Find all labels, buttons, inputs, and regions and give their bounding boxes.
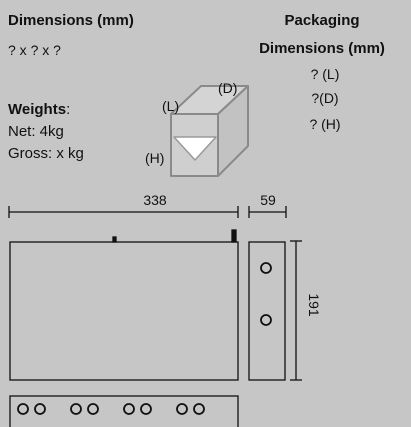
envelope-icon	[173, 136, 217, 161]
front-view-antenna	[231, 229, 237, 243]
packaging-subtitle: Dimensions (mm)	[259, 40, 385, 57]
weights-heading: Weights:	[8, 100, 70, 120]
side-view-hole-top	[260, 262, 272, 274]
dimensions-title: Dimensions (mm)	[8, 12, 134, 29]
height-dimension-line	[290, 240, 302, 381]
bottom-hole	[123, 403, 135, 415]
box-label-length: (L)	[162, 98, 180, 114]
package-box-icon	[170, 85, 249, 177]
bottom-hole	[176, 403, 188, 415]
packaging-length: ? (L)	[310, 66, 340, 82]
bottom-hole	[70, 403, 82, 415]
side-view-hole-bottom	[260, 314, 272, 326]
net-weight: Net: 4kg	[8, 123, 64, 140]
height-dimension-label: 191	[306, 293, 322, 317]
side-view-outline	[248, 241, 286, 381]
width-dimension-label: 338	[143, 192, 167, 208]
weights-colon: :	[66, 101, 71, 118]
bottom-hole	[87, 403, 99, 415]
packaging-height: ? (H)	[309, 116, 341, 132]
bottom-view-outline	[9, 395, 239, 427]
width-dimension-line	[8, 206, 239, 218]
box-label-height: (H)	[145, 150, 165, 166]
front-view-tab	[112, 236, 117, 243]
box-label-depth: (D)	[218, 80, 238, 96]
depth-dimension-label: 59	[260, 192, 276, 208]
bottom-view-holes	[17, 403, 205, 415]
gross-weight: Gross: x kg	[8, 145, 84, 162]
front-view-outline	[9, 241, 239, 381]
bottom-hole	[140, 403, 152, 415]
depth-dimension-line	[248, 206, 287, 218]
bottom-hole	[34, 403, 46, 415]
packaging-title: Packaging	[284, 12, 360, 29]
dimensions-value: ? x ? x ?	[8, 42, 61, 58]
bottom-hole	[193, 403, 205, 415]
packaging-depth: ?(D)	[311, 90, 339, 106]
bottom-hole	[17, 403, 29, 415]
weights-title: Weights	[8, 101, 67, 118]
